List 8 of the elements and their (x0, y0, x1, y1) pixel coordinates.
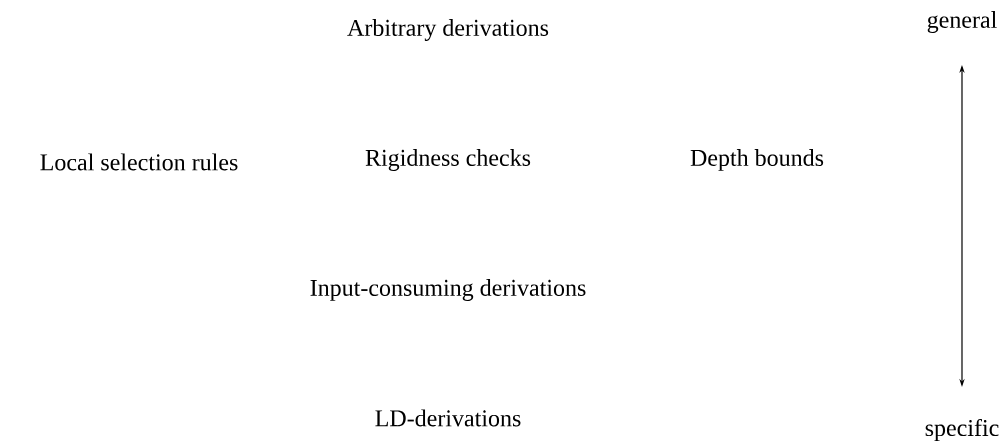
label-text: specific (925, 419, 999, 441)
label-text: LD-derivations (375, 409, 521, 427)
label-text: Rigidness checks (365, 149, 531, 171)
label-text: Depth bounds (690, 149, 824, 171)
label-text: Arbitrary derivations (347, 19, 549, 41)
label-text: general (927, 11, 997, 33)
label-text: Local selection rules (40, 153, 238, 171)
label-text: Input-consuming derivations (310, 279, 586, 301)
